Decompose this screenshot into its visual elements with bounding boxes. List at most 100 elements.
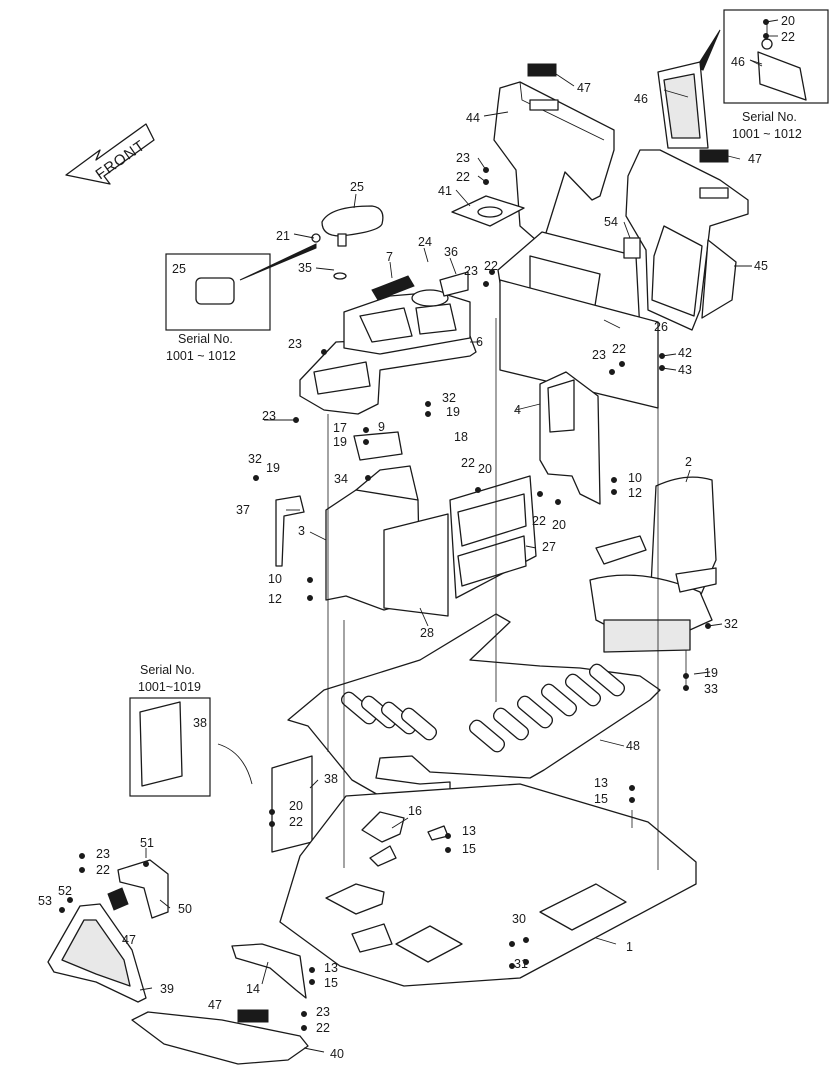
callout: 22 bbox=[456, 170, 470, 184]
callout: 14 bbox=[246, 982, 260, 996]
mat-ribs bbox=[340, 663, 626, 753]
callout: 44 bbox=[466, 111, 480, 125]
callout: 45 bbox=[754, 259, 768, 273]
plate-41 bbox=[451, 195, 525, 227]
callout: 22 bbox=[781, 30, 795, 44]
callout: 47 bbox=[748, 152, 762, 166]
callout: 39 bbox=[160, 982, 174, 996]
callout: 38 bbox=[193, 716, 207, 730]
callout: 42 bbox=[678, 346, 692, 360]
callout: 15 bbox=[462, 842, 476, 856]
callout: 25 bbox=[350, 180, 364, 194]
callout: 19 bbox=[266, 461, 280, 475]
front-direction-arrow: FRONT bbox=[65, 123, 155, 185]
callout: 7 bbox=[386, 250, 393, 264]
callout: 3 bbox=[298, 524, 305, 538]
step-40 bbox=[131, 1009, 309, 1065]
callout: 1 bbox=[626, 940, 633, 954]
callout: 38 bbox=[324, 772, 338, 786]
inset-plate-46 bbox=[657, 61, 709, 149]
callout: 20 bbox=[781, 14, 795, 28]
callout: 46 bbox=[634, 92, 648, 106]
callout: 12 bbox=[628, 486, 642, 500]
callout: 23 bbox=[288, 337, 302, 351]
floor-plate-1 bbox=[279, 783, 697, 987]
leader-lines bbox=[139, 19, 779, 1053]
callout: 9 bbox=[378, 420, 385, 434]
callout: 20 bbox=[289, 799, 303, 813]
callout: 13 bbox=[324, 961, 338, 975]
inset-seat-left: Serial No. 1001 ~ 1012 bbox=[165, 243, 317, 363]
callout: 36 bbox=[444, 245, 458, 259]
callout: 17 bbox=[333, 421, 347, 435]
callout: 52 bbox=[58, 884, 72, 898]
callout: 30 bbox=[512, 912, 526, 926]
callout: 28 bbox=[420, 626, 434, 640]
callout: 32 bbox=[248, 452, 262, 466]
callout: 51 bbox=[140, 836, 154, 850]
console-6 bbox=[299, 271, 477, 415]
callout: 10 bbox=[268, 572, 282, 586]
callout: 25 bbox=[172, 262, 186, 276]
callout: 23 bbox=[262, 409, 276, 423]
callout: 20 bbox=[552, 518, 566, 532]
callout: 2 bbox=[685, 455, 692, 469]
callout: 18 bbox=[454, 430, 468, 444]
callout: 35 bbox=[298, 261, 312, 275]
inset-top-right-serial-label: Serial No. bbox=[742, 110, 797, 124]
fasteners bbox=[59, 19, 769, 1031]
callout: 32 bbox=[442, 391, 456, 405]
callout: 6 bbox=[476, 335, 483, 349]
callout: 23 bbox=[316, 1005, 330, 1019]
callout: 22 bbox=[461, 456, 475, 470]
console-box-3 bbox=[325, 431, 449, 617]
cover-50 bbox=[107, 859, 169, 919]
armrest-25 bbox=[311, 205, 384, 247]
callout: 4 bbox=[514, 403, 521, 417]
callout: 31 bbox=[514, 957, 528, 971]
callout: 27 bbox=[542, 540, 556, 554]
callout: 13 bbox=[462, 824, 476, 838]
callout: 22 bbox=[96, 863, 110, 877]
callout: 16 bbox=[408, 804, 422, 818]
callout: 10 bbox=[628, 471, 642, 485]
inset-panel-serial-label: Serial No. bbox=[140, 663, 195, 677]
callout: 34 bbox=[334, 472, 348, 486]
inset-panel-serial-range: 1001~1019 bbox=[138, 680, 201, 694]
callout: 15 bbox=[594, 792, 608, 806]
part-54 bbox=[623, 237, 641, 259]
callout: 13 bbox=[594, 776, 608, 790]
step-39 bbox=[47, 903, 147, 1003]
inset-top-right: Serial No. 1001 ~ 1012 bbox=[695, 9, 829, 141]
callout: 23 bbox=[456, 151, 470, 165]
callout: 47 bbox=[208, 998, 222, 1012]
callout: 19 bbox=[446, 405, 460, 419]
callout: 21 bbox=[276, 229, 290, 243]
callout: 37 bbox=[236, 503, 250, 517]
callout: 12 bbox=[268, 592, 282, 606]
callout: 48 bbox=[626, 739, 640, 753]
callout: 19 bbox=[333, 435, 347, 449]
operator-seat-2 bbox=[589, 476, 717, 653]
inset-left-serial-label: Serial No. bbox=[178, 332, 233, 346]
panel-27 bbox=[449, 475, 537, 599]
panel-26-box bbox=[497, 231, 659, 409]
callout: 47 bbox=[577, 81, 591, 95]
callout: 23 bbox=[464, 264, 478, 278]
rear-cover-44 bbox=[493, 81, 615, 241]
callout: 46 bbox=[731, 55, 745, 69]
callout: 40 bbox=[330, 1047, 344, 1061]
callout: 43 bbox=[678, 363, 692, 377]
plate-14 bbox=[231, 943, 307, 999]
callout: 23 bbox=[592, 348, 606, 362]
vent-grilles-47 bbox=[527, 63, 729, 163]
callout: 53 bbox=[38, 894, 52, 908]
callout: 22 bbox=[612, 342, 626, 356]
callout: 15 bbox=[324, 976, 338, 990]
floor-mat-48 bbox=[287, 613, 661, 797]
callout: 41 bbox=[438, 184, 452, 198]
callout: 24 bbox=[418, 235, 432, 249]
inset-left-serial-range: 1001 ~ 1012 bbox=[166, 349, 236, 363]
callout: 32 bbox=[724, 617, 738, 631]
